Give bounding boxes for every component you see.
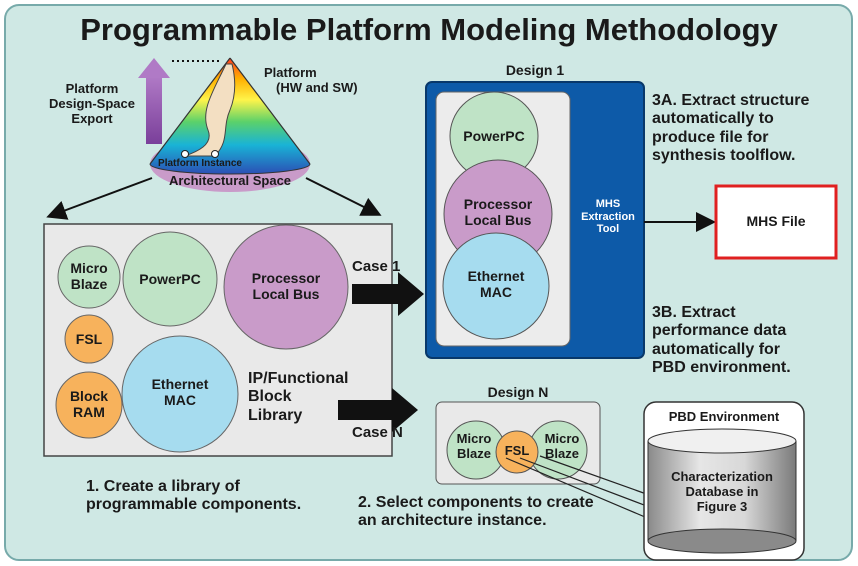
label-line: MHS [595,198,621,210]
label-line: Blaze [545,445,579,461]
label-line: Local Bus [252,286,320,303]
connector-line-3 [539,455,653,497]
database-cylinder [647,428,797,554]
label-line: Blaze [70,276,108,293]
label-line: Block [248,388,292,406]
step3a-text: 3A. Extract structure automatically to p… [652,92,852,166]
label-line: Blaze [457,445,491,461]
export-label-line: Platform [65,81,119,96]
page-title: Programmable Platform Modeling Methodolo… [80,12,778,47]
mhs-file-box [714,184,838,260]
arrow-to-library-right [305,177,382,216]
label-line: Extraction [581,210,635,223]
label-line: IP/Functional [248,370,349,387]
design1-title: Design 1 [505,62,565,78]
lib-bram-circle [55,371,123,439]
label-line: Processor [463,196,533,212]
caseN-label: Case N [352,424,403,441]
label-line: Characterization [671,469,773,484]
label-line: 1. Create a library of [86,478,240,495]
platform-instance-label: Platform Instance [158,158,242,169]
d1-ethernet-label: Ethernet MAC [444,268,548,300]
label-line: Micro [544,431,580,446]
label-line: synthesis toolflow. [652,147,796,165]
label-line: MAC [480,284,512,301]
export-arrow [138,58,222,144]
dn-microblaze1-label: Micro Blaze [446,431,502,462]
platform-label-line: (HW and SW) [276,79,358,95]
pbd-environment-title: PBD Environment [668,409,780,424]
label-line: Block [69,388,109,404]
step1-text: 1. Create a library of programmable comp… [86,478,386,515]
mhs-extraction-tool-label: MHS Extraction Tool [572,198,644,236]
arrow-to-library-left [46,177,153,220]
label-line: Processor [251,270,321,286]
export-label: Platform Design-Space Export [40,81,144,127]
lib-powerpc-label: PowerPC [139,271,201,287]
step2-text: 2. Select components to create an archit… [358,494,648,531]
step3b-text: 3B. Extract performance data automatical… [652,304,852,378]
lib-powerpc-circle [122,231,218,327]
lib-microblaze-label: Micro Blaze [58,260,120,292]
label-line: Tool [596,223,620,236]
label-line: Library [248,406,303,424]
dn-microblaze2-label: Micro Blaze [534,431,590,462]
designN-title: Design N [487,384,549,400]
lib-fsl-circle [64,314,114,364]
label-line: PBD environment. [652,359,791,377]
label-line: Micro [70,260,108,276]
label-line: automatically to [652,110,774,128]
lib-microblaze-circle [57,245,121,309]
label-line: 2. Select components to create [358,494,594,511]
label-line: 3A. Extract structure [652,92,810,109]
lib-fsl-label: FSL [75,331,103,347]
connector-line-2 [519,457,653,509]
label-line: produce file for [652,128,769,146]
export-label-line: Export [71,110,113,126]
lib-plb-label: Processor Local Bus [230,270,342,302]
dn-fsl-circle [495,430,539,474]
label-line: Database in [685,483,759,499]
label-line: 3B. Extract [652,304,736,321]
label-line: Ethernet [151,376,209,392]
label-line: RAM [73,404,105,421]
case1-arrow [352,272,424,316]
platform-label-line: Platform [264,65,317,80]
label-line: automatically for [652,340,781,358]
lib-ethernet-circle [121,335,239,453]
export-label-line: Design-Space [49,95,135,111]
d1-powerpc-label: PowerPC [463,128,525,144]
label-line: performance data [652,322,787,340]
mhs-file-label: MHS File [746,213,806,229]
label-line: MAC [164,392,196,409]
dn-fsl-label: FSL [504,443,530,458]
lib-ethernet-label: Ethernet MAC [126,376,234,408]
label-line: programmable components. [86,496,302,514]
d1-ethernet-circle [442,232,550,340]
lib-plb-circle [223,224,349,350]
label-line: Ethernet [467,268,525,284]
architectural-space-label: Architectural Space [168,173,292,188]
platform-label: Platform (HW and SW) [264,65,384,96]
database-label: Characterization Database in Figure 3 [648,469,796,515]
connector-line-1 [505,457,653,521]
case1-label: Case 1 [352,258,401,275]
platform-cone [149,57,311,192]
label-line: an architecture instance. [358,512,547,530]
label-line: Figure 3 [696,498,748,514]
caseN-arrow [338,388,418,432]
d1-plb-label: Processor Local Bus [444,196,552,228]
label-line: Micro [456,431,492,446]
library-caption: IP/Functional Block Library [248,370,378,425]
label-line: Local Bus [464,212,532,229]
lib-bram-label: Block RAM [56,388,122,420]
